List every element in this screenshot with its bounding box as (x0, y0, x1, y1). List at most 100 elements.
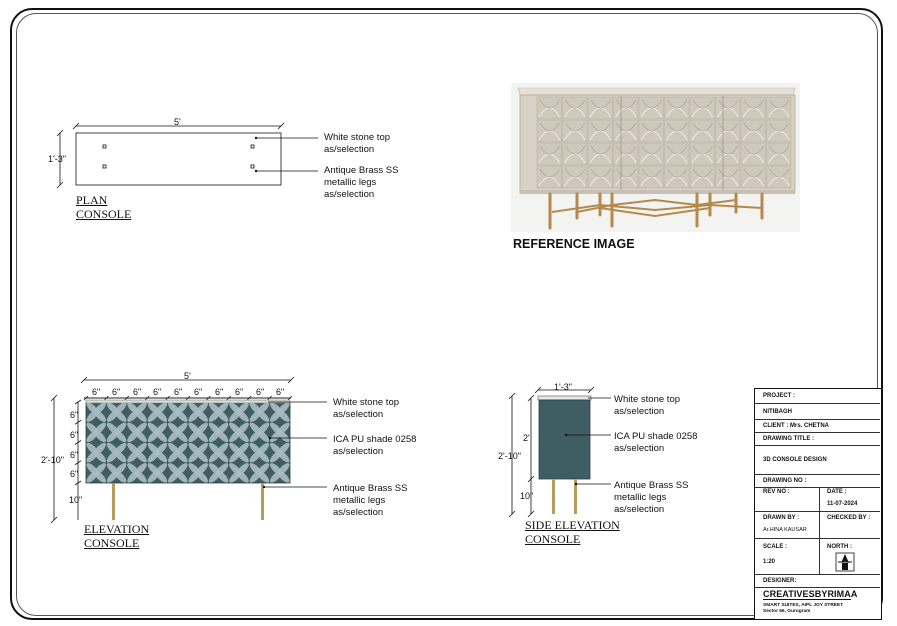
reference-facet (769, 145, 790, 155)
dim-tick (267, 395, 272, 401)
drawing-title-value: 3D CONSOLE DESIGN (755, 446, 880, 475)
segment-dim: 6" (235, 387, 244, 397)
panel-petal (270, 463, 283, 476)
side-label: metallic legs (614, 492, 667, 503)
project-value: NITIBAGH (755, 404, 880, 420)
reference-facet (743, 168, 764, 178)
reference-facet (692, 145, 713, 155)
dim-tick (206, 395, 211, 401)
north-arrow-icon (835, 552, 855, 572)
panel-petal (249, 422, 262, 435)
elevation-label: as/selection (333, 507, 384, 518)
panel-petal (249, 442, 262, 456)
reference-facet (667, 122, 688, 132)
elevation-label: metallic legs (333, 495, 386, 506)
client-value: CLIENT : Mrs. CHETNA (755, 420, 880, 433)
plan-label-legs-2: metallic legs (324, 177, 377, 188)
elevation-label: ICA PU shade 0258 (333, 434, 417, 445)
reference-facet (718, 122, 739, 132)
dim-tick (124, 395, 130, 401)
panel-petal (127, 422, 140, 435)
dim-tick (165, 395, 170, 401)
side-label: as/selection (614, 504, 665, 515)
scale-value: 1:20 (763, 559, 776, 565)
side-label: ICA PU shade 0258 (614, 431, 698, 442)
plan-label-legs-1: Antique Brass SS (324, 165, 399, 176)
reference-facet (667, 99, 688, 109)
reference-facet (616, 145, 637, 155)
date-value: 11-07-2024 (827, 501, 858, 507)
designer-name: CREATIVESBYRIMAA (763, 589, 858, 599)
designer-name-underline (763, 599, 851, 600)
reference-facet (565, 145, 586, 155)
panel-petal (249, 402, 262, 415)
dim-tick (83, 395, 89, 401)
side-label: as/selection (614, 443, 665, 454)
panel-petal (147, 442, 160, 456)
segment-dim: 6" (215, 387, 224, 397)
dim-tick (246, 395, 252, 401)
reference-facet (769, 168, 790, 178)
title-block: PROJECT : NITIBAGH CLIENT : Mrs. CHETNA … (754, 388, 882, 620)
panel-petal (86, 402, 99, 415)
plan-subtitle: CONSOLE (76, 207, 132, 221)
reference-facet (590, 168, 611, 178)
checked-by-label: CHECKED BY : (827, 515, 871, 521)
dim-tick (185, 395, 191, 401)
reference-facet (616, 122, 637, 132)
panel-petal (188, 402, 201, 415)
panel-petal (147, 402, 160, 415)
segment-dim: 6" (174, 387, 183, 397)
elevation-label: Antique Brass SS (333, 483, 408, 494)
reference-facet (692, 122, 713, 132)
designer-address-line1: SMART SUITES, AIPL JOY STREET (763, 603, 844, 608)
scale-north-row (755, 539, 880, 575)
reference-facet (667, 145, 688, 155)
project-label: PROJECT : (755, 389, 880, 404)
panel-petal (127, 402, 140, 415)
reference-facet (743, 99, 764, 109)
panel-petal (249, 463, 262, 476)
side-elevation-title: SIDE ELEVATION (525, 518, 620, 532)
elevation-row-dim: 6" (70, 450, 79, 460)
plan-label-top-1: White stone top (324, 132, 391, 143)
rev-date-row (755, 488, 880, 512)
drawing-border (10, 8, 883, 620)
side-elevation-subtitle: CONSOLE (525, 532, 581, 546)
reference-facet (692, 168, 713, 178)
side-label: as/selection (614, 406, 665, 417)
reference-facet (718, 145, 739, 155)
elevation-leg-dim: 10" (69, 495, 83, 505)
panel-petal (106, 463, 120, 476)
elevation-row-dim: 6" (70, 469, 79, 479)
elevation-label: as/selection (333, 446, 384, 457)
reference-facet (718, 99, 739, 109)
drawn-by-label: DRAWN BY : (763, 515, 800, 521)
panel-petal (127, 442, 140, 456)
reference-facet (743, 122, 764, 132)
panel-petal (208, 422, 222, 435)
panel-petal (168, 442, 181, 456)
panel-petal (168, 463, 181, 476)
scale-label: SCALE : (763, 544, 787, 550)
segment-dim: 6" (276, 387, 285, 397)
reference-facet (539, 99, 560, 109)
side-leg-dim: 10" (520, 491, 534, 501)
rev-date-divider (819, 488, 820, 512)
panel-petal (270, 422, 283, 435)
elevation-width-dim: 5' (184, 371, 191, 381)
elevation-title: ELEVATION (84, 522, 150, 536)
side-width-dim: 1'-3" (554, 382, 572, 392)
dim-tick (74, 399, 82, 405)
panel-petal (86, 463, 99, 476)
plan-title: PLAN (76, 193, 108, 207)
drawn-by-value: Ar.HINA KAUSAR (763, 527, 807, 533)
dim-tick (226, 395, 232, 401)
north-label: NORTH : (827, 544, 852, 550)
side-label: Antique Brass SS (614, 480, 689, 491)
reference-facet (641, 122, 662, 132)
reference-facet (616, 99, 637, 109)
designer-address-line2: Sector 66, Gurugram (763, 609, 811, 614)
panel-petal (229, 402, 242, 415)
plan-width-dim: 5' (174, 117, 181, 127)
